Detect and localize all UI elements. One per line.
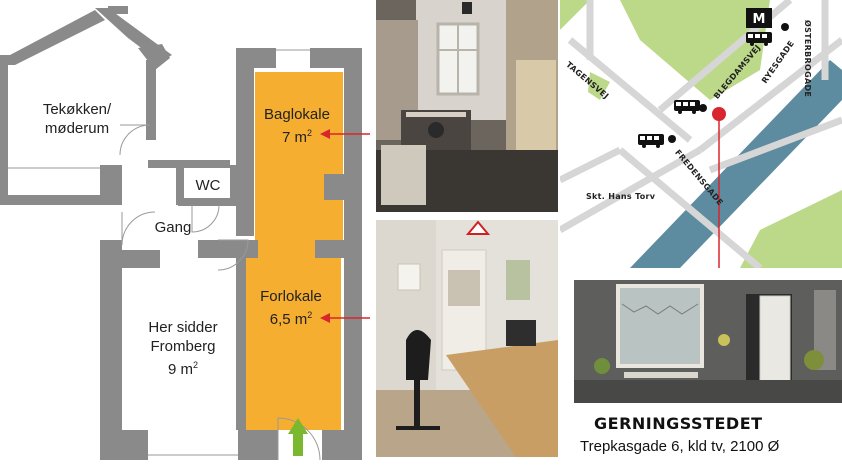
floor-plan xyxy=(0,6,370,461)
forlokale-marker xyxy=(320,313,370,323)
forlokale-area xyxy=(245,258,341,430)
bus-icon xyxy=(746,32,772,46)
street-label-osterbrogade: ØSTERBROGADE xyxy=(803,20,812,98)
room-label-wc: WC xyxy=(195,177,221,194)
map xyxy=(560,0,842,268)
bus-icon xyxy=(674,100,700,114)
baglokale-marker xyxy=(320,129,370,139)
entrance-arrow xyxy=(288,418,308,456)
caption-address: Trepkasgade 6, kld tv, 2100 Ø xyxy=(580,438,780,455)
map-location-marker xyxy=(712,107,726,121)
photo-forlokale xyxy=(376,220,558,457)
bus-icon xyxy=(638,134,664,148)
svg-text:M: M xyxy=(753,12,766,27)
door-arcs xyxy=(119,124,321,461)
walls xyxy=(0,6,362,460)
room-label-fromberg: Her sidder Fromberg 9 m2 xyxy=(148,319,218,378)
room-label-tekokken: Tekøkken/ møderum xyxy=(42,101,112,137)
photo-baglokale xyxy=(376,0,558,212)
metro-icon: M xyxy=(746,8,772,28)
photo-storefront xyxy=(574,280,842,403)
place-label-skt-hans-torv: Skt. Hans Torv xyxy=(586,192,656,201)
baglokale-area xyxy=(255,72,343,242)
window-lines xyxy=(8,49,310,456)
room-label-forlokale: Forlokale 6,5 m2 xyxy=(260,288,322,328)
caption-title: GERNINGSSTEDET xyxy=(594,414,763,433)
forlokale-connector xyxy=(255,236,315,262)
room-label-baglokale: Baglokale 7 m2 xyxy=(264,106,330,146)
room-label-gang: Gang xyxy=(154,219,192,236)
